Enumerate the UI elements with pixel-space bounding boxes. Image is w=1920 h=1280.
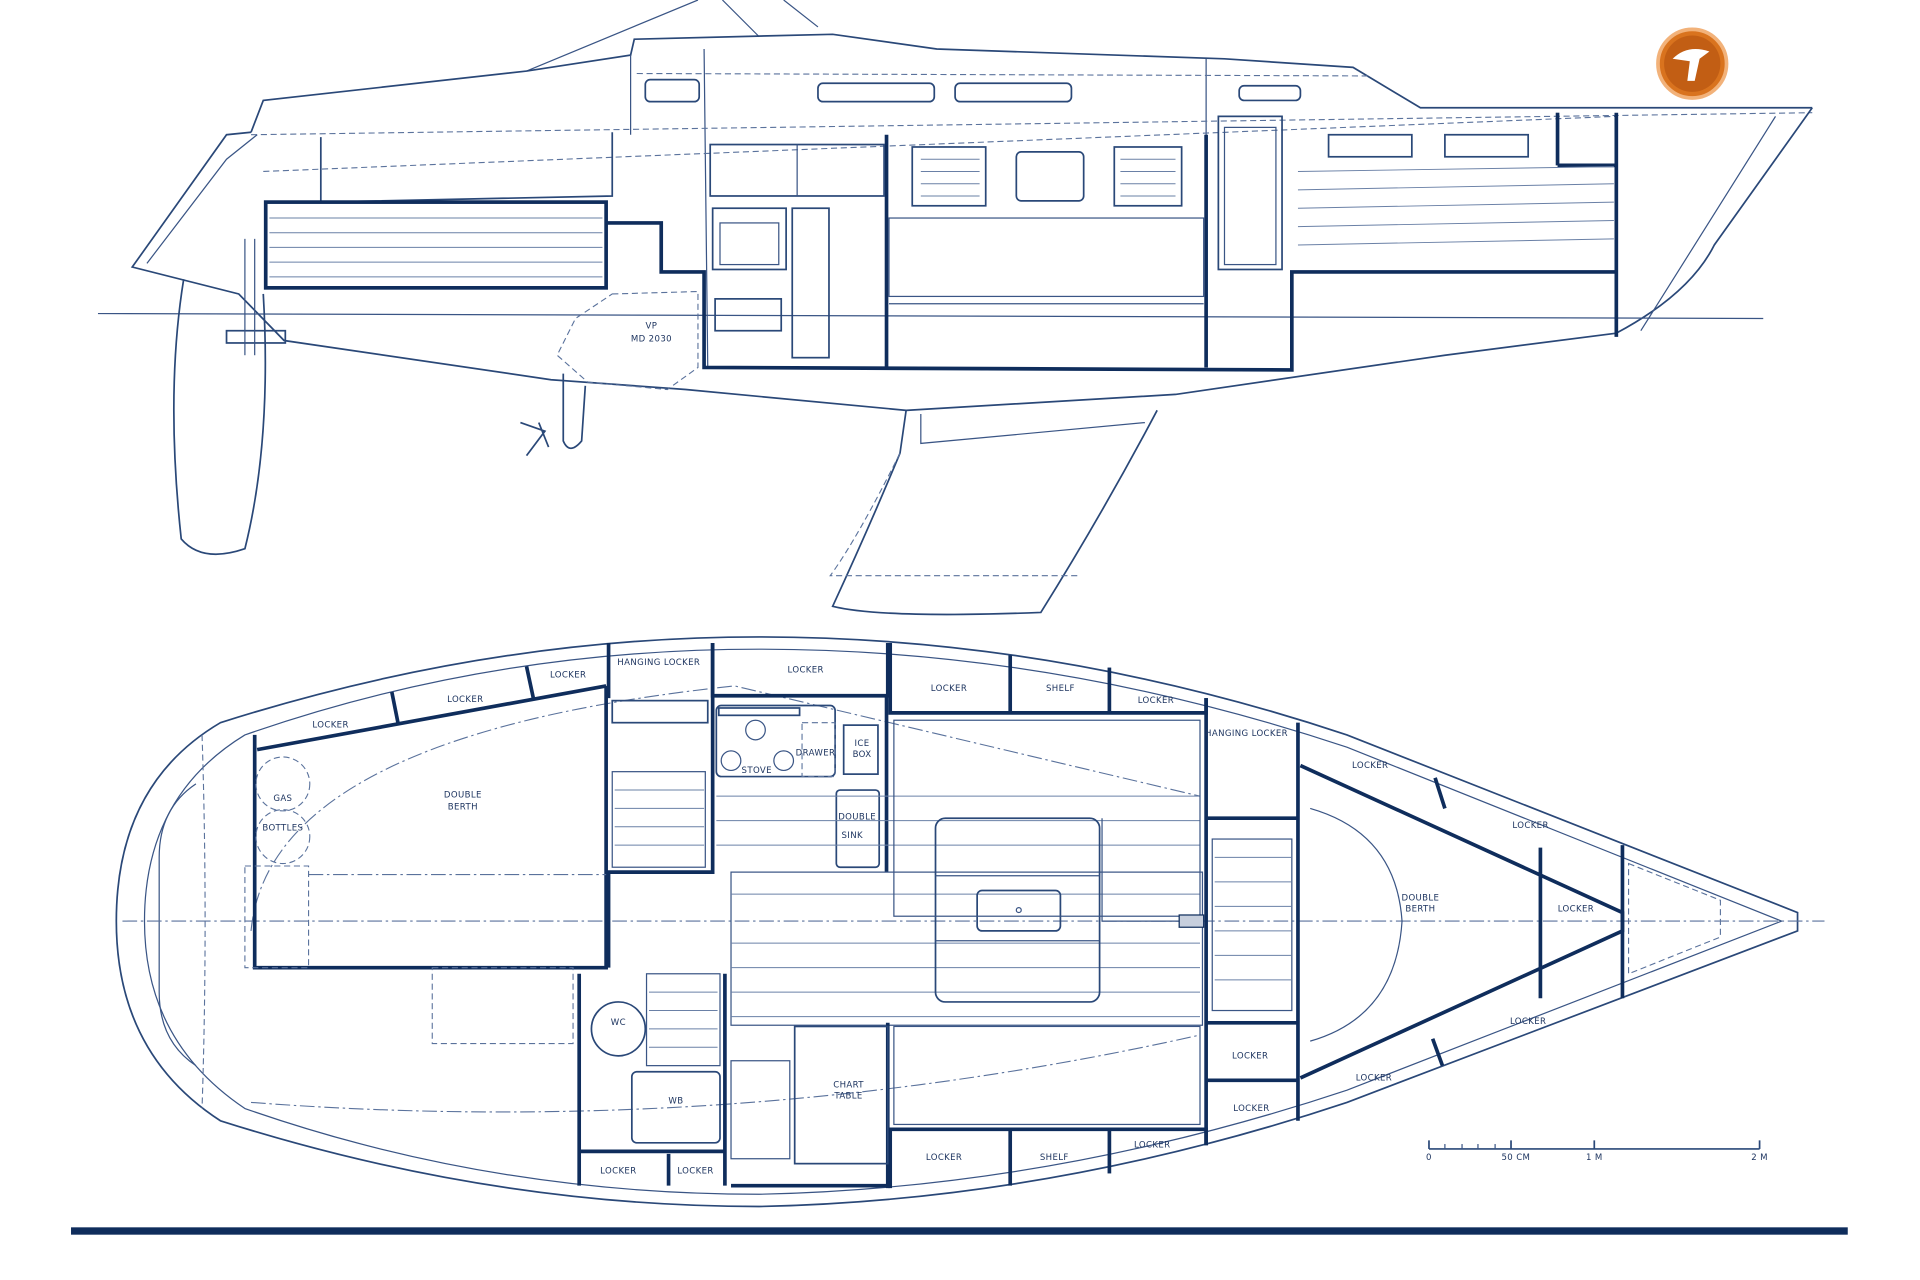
label-saloon-locker-bottom-2: LOCKER xyxy=(1134,1141,1170,1151)
label-fwd-locker-bottom-1: LOCKER xyxy=(1510,1017,1546,1027)
label-wc: WC xyxy=(611,1018,626,1028)
label-saloon-locker-top-1: LOCKER xyxy=(931,684,967,694)
label-saloon-shelf-top: SHELF xyxy=(1046,684,1075,694)
scale-label-0: 0 xyxy=(1426,1153,1432,1163)
scale-label-1m: 1 M xyxy=(1586,1153,1603,1163)
label-saloon-locker-bottom-1: LOCKER xyxy=(926,1153,962,1163)
logo xyxy=(1656,27,1729,100)
label-stove: STOVE xyxy=(742,766,772,776)
label-saloon-shelf-bottom: SHELF xyxy=(1040,1153,1069,1163)
profile-view: VP MD 2030 xyxy=(97,0,1813,616)
label-ice-box-2: BOX xyxy=(853,750,872,760)
label-bow-locker: LOCKER xyxy=(1558,904,1594,914)
engine-label-line2: MD 2030 xyxy=(631,335,672,345)
label-chart-table-1: CHART xyxy=(833,1081,864,1091)
label-hanging-locker-aft: HANGING LOCKER xyxy=(617,658,700,668)
label-stern-locker-1: LOCKER xyxy=(312,721,348,731)
label-bottles: BOTTLES xyxy=(262,823,303,833)
engine-label-line1: VP xyxy=(646,321,658,331)
label-fwd-locker-bottom-2: LOCKER xyxy=(1356,1073,1392,1083)
label-sink-2: SINK xyxy=(842,831,863,841)
label-saloon-locker-top-2: LOCKER xyxy=(1138,696,1174,706)
scale-label-50cm: 50 CM xyxy=(1502,1153,1531,1163)
label-hanging-locker-fwd: HANGING LOCKER xyxy=(1205,729,1288,739)
label-wb: WB xyxy=(668,1097,683,1107)
label-aft-berth-1: DOUBLE xyxy=(444,790,482,800)
scale-bar: 0 50 CM 1 M 2 M xyxy=(1426,1140,1768,1163)
label-fwd-locker-top-2: LOCKER xyxy=(1512,821,1548,831)
label-fwd-locker-top-1: LOCKER xyxy=(1352,761,1388,771)
label-fwd-berth-1: DOUBLE xyxy=(1401,893,1439,903)
label-sink-1: DOUBLE xyxy=(838,812,876,822)
bottom-rule xyxy=(71,1227,1848,1235)
label-stern-locker-3: LOCKER xyxy=(550,670,586,680)
label-head-locker-2: LOCKER xyxy=(677,1166,713,1176)
mast-step xyxy=(1178,914,1205,928)
plan-view: LOCKER LOCKER LOCKER HANGING LOCKER LOCK… xyxy=(115,636,1825,1208)
label-aft-berth-2: BERTH xyxy=(448,803,478,813)
label-ice-box-1: ICE xyxy=(855,739,870,749)
label-drawer: DRAWER xyxy=(796,749,836,759)
label-galley-locker: LOCKER xyxy=(788,665,824,675)
scale-label-2m: 2 M xyxy=(1751,1153,1768,1163)
label-stern-locker-2: LOCKER xyxy=(447,695,483,705)
label-fwd-locker-mid-2: LOCKER xyxy=(1233,1104,1269,1114)
label-fwd-locker-mid-1: LOCKER xyxy=(1232,1051,1268,1061)
label-fwd-berth-2: BERTH xyxy=(1405,904,1435,914)
bird-icon xyxy=(1672,48,1710,81)
label-gas: GAS xyxy=(273,794,292,804)
label-head-locker-1: LOCKER xyxy=(600,1166,636,1176)
label-chart-table-2: TABLE xyxy=(833,1092,862,1102)
